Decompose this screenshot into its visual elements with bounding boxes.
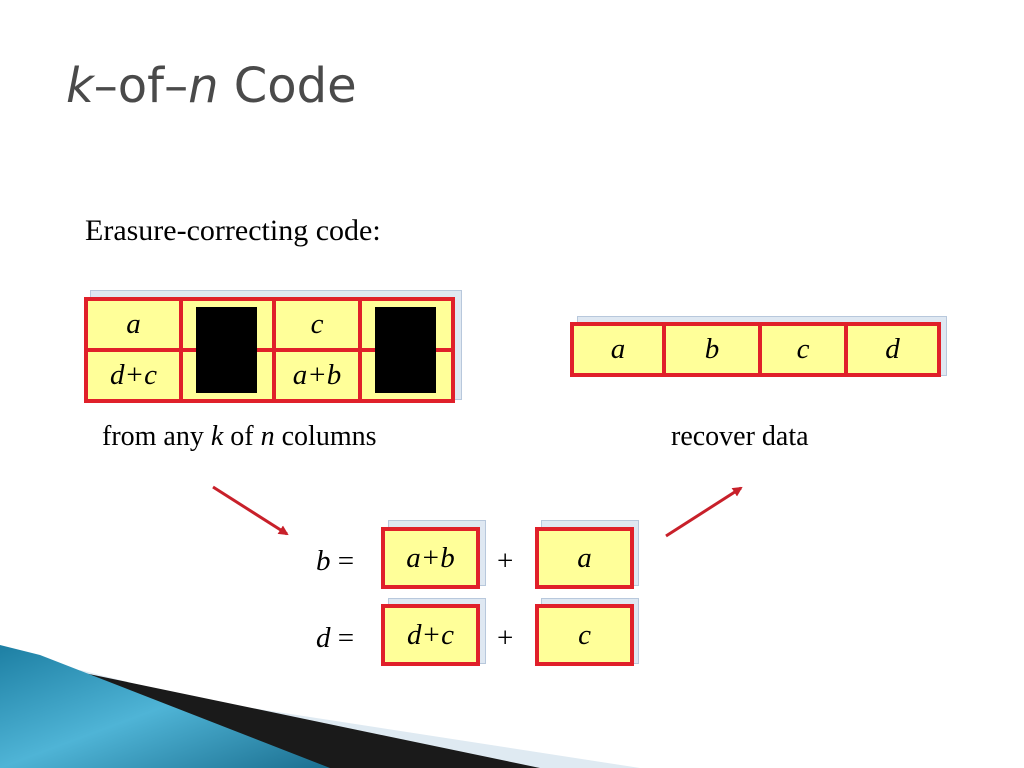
- title-n: n: [188, 58, 219, 114]
- erased-column-2: [196, 307, 257, 393]
- caption-left-post: columns: [274, 421, 377, 452]
- data-cell-d: d: [844, 322, 941, 377]
- caption-left-mid: of: [223, 421, 261, 452]
- equation-1-lhs: b =: [316, 545, 354, 578]
- caption-left-n: n: [260, 421, 275, 452]
- title-code: Code: [218, 58, 357, 114]
- arrow-to-recover: [665, 486, 743, 538]
- caption-left: from any k of n columns: [102, 421, 377, 453]
- caption-right: recover data: [671, 421, 809, 452]
- equation-2-cell-2: c: [535, 604, 634, 666]
- title-of: –of–: [93, 58, 189, 114]
- erased-column-4: [375, 307, 436, 393]
- page-title: k–of–n Code: [66, 58, 357, 114]
- data-cell-c: c: [758, 322, 848, 377]
- subtitle: Erasure-correcting code:: [85, 214, 381, 247]
- grid-cell-r2c3: a+b: [272, 348, 362, 403]
- equation-1-op: +: [497, 545, 514, 577]
- equation-1-equals: =: [330, 545, 355, 577]
- equation-2-op: +: [497, 622, 514, 654]
- grid-cell-r2c1: d+c: [84, 348, 183, 403]
- swoosh-teal: [0, 645, 330, 768]
- arrow-to-equations: [212, 485, 289, 536]
- equation-2-lhs: d =: [316, 622, 354, 655]
- equation-1-cell-2: a: [535, 527, 634, 589]
- title-k: k: [66, 58, 94, 114]
- equation-1-cell-1: a+b: [381, 527, 480, 589]
- equation-2-equals: =: [330, 622, 355, 654]
- equation-2-var: d: [316, 622, 331, 654]
- equation-2-cell-1: d+c: [381, 604, 480, 666]
- equation-1-var: b: [316, 545, 331, 577]
- caption-left-k: k: [210, 421, 224, 452]
- data-cell-b: b: [662, 322, 762, 377]
- caption-left-pre: from any: [102, 421, 211, 452]
